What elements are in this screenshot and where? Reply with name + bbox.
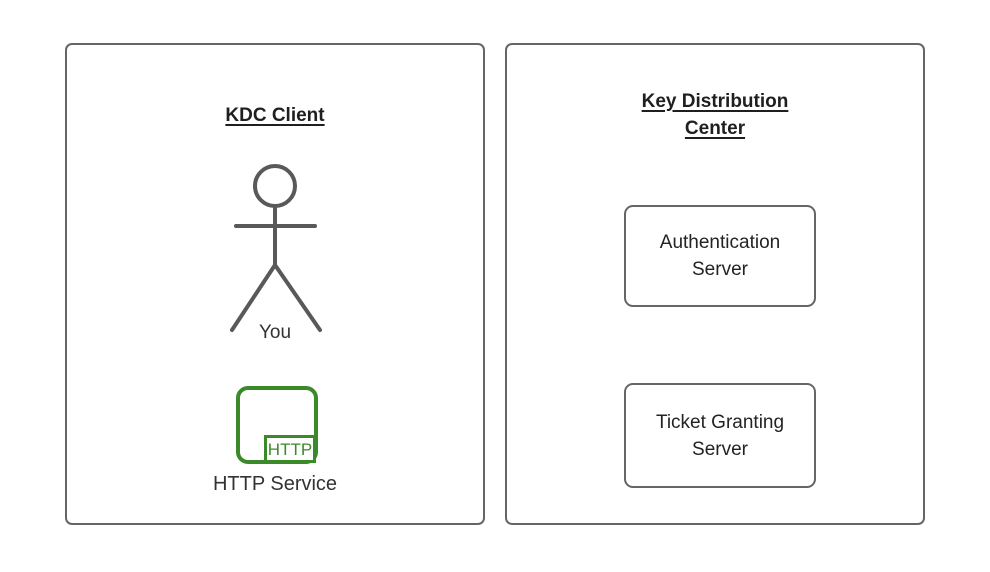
panel-kdc-client-title: KDC Client (225, 105, 325, 126)
stick-figure-icon (167, 118, 383, 348)
actor-label-you: You (258, 322, 292, 343)
panel-kdc-title: Key Distribution Center (641, 91, 789, 139)
http-service-icon: HTTP (232, 382, 322, 470)
service-label-http: HTTP Service (212, 473, 338, 495)
box-authentication-server: Authentication Server (624, 205, 816, 307)
box-ticket-granting-server: Ticket Granting Server (624, 383, 816, 488)
svg-text:HTTP: HTTP (268, 440, 312, 459)
